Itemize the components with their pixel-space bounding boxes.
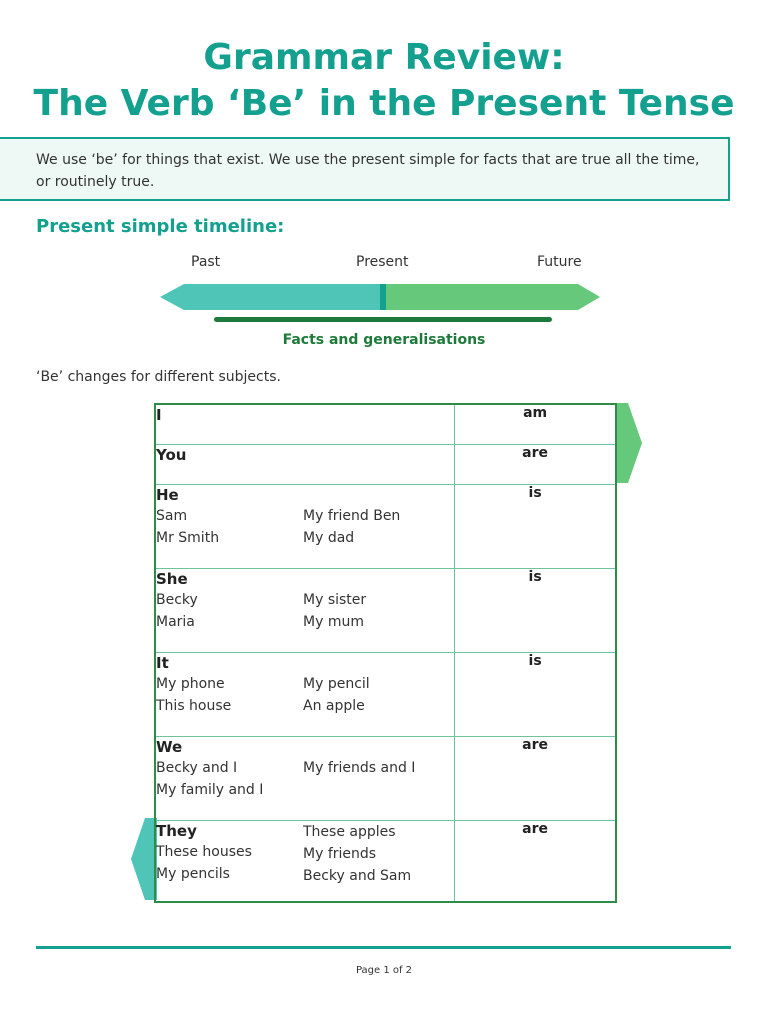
- title-line-2: The Verb ‘Be’ in the Present Tense: [33, 83, 735, 124]
- example-text: Becky: [156, 591, 198, 608]
- timeline-label-future: Future: [537, 254, 582, 270]
- timeline-label-past: Past: [191, 254, 221, 270]
- page-title: Grammar Review: The Verb ‘Be’ in the Pre…: [0, 35, 768, 127]
- right-arrow-decoration: [616, 403, 642, 483]
- timeline-facts-bar: [214, 317, 552, 322]
- example-text: My friends and I: [303, 759, 416, 776]
- pronoun: They: [156, 821, 197, 840]
- example-text: My friends: [303, 845, 377, 862]
- example-text: Becky and Sam: [303, 867, 412, 884]
- examples-column-1: Becky and I My family and I: [156, 757, 303, 801]
- pronoun: It: [156, 653, 169, 672]
- example-text: These houses: [156, 843, 252, 860]
- subject-cell: I: [154, 403, 456, 445]
- table-row: You are: [154, 443, 617, 485]
- example-text: Mr Smith: [156, 529, 220, 546]
- example-text: This house: [156, 697, 232, 714]
- example-text: My dad: [303, 529, 355, 546]
- example-text: My pencils: [156, 865, 230, 882]
- examples: Sam Mr Smith My friend Ben My dad: [156, 505, 454, 549]
- examples-column-1: Sam Mr Smith: [156, 505, 303, 549]
- verb-form: are: [454, 735, 617, 821]
- footer-divider: [36, 946, 731, 949]
- example-text: My phone: [156, 675, 225, 692]
- example-text: My sister: [303, 591, 367, 608]
- example-text: My pencil: [303, 675, 370, 692]
- timeline-present-marker: [380, 284, 386, 310]
- intro-box: We use ‘be’ for things that exist. We us…: [0, 137, 730, 201]
- timeline-heading: Present simple timeline:: [36, 216, 285, 237]
- example-text: Becky and I: [156, 759, 238, 776]
- example-text: My family and I: [156, 781, 264, 798]
- example-text: Sam: [156, 507, 188, 524]
- example-text: My mum: [303, 613, 364, 630]
- examples-column-2: My friends and I: [303, 757, 443, 801]
- examples: Becky and I My family and I My friends and…: [156, 757, 454, 801]
- examples-column-1: These houses My pencils: [156, 841, 303, 887]
- pronoun: She: [156, 569, 188, 588]
- timeline-future-arrow: [386, 284, 600, 310]
- intro-text: We use ‘be’ for things that exist. We us…: [36, 152, 700, 190]
- verb-form: is: [454, 567, 617, 653]
- example-text: My friend Ben: [303, 507, 401, 524]
- examples-column-2: My pencil An apple: [303, 673, 443, 717]
- timeline-past-arrow: [160, 284, 382, 310]
- left-arrow-decoration: [131, 818, 157, 900]
- example-text: These apples: [303, 823, 396, 840]
- verb-form: are: [454, 443, 617, 485]
- page-number: Page 1 of 2: [355, 965, 413, 976]
- verb-form: is: [454, 651, 617, 737]
- verb-form: is: [454, 483, 617, 569]
- pronoun: We: [156, 737, 183, 756]
- verb-form: are: [454, 819, 617, 903]
- subject-cell: You: [154, 443, 456, 485]
- title-line-1: Grammar Review:: [203, 37, 565, 78]
- examples-column-2: My sister My mum: [303, 589, 443, 633]
- timeline-graphic: [160, 284, 600, 322]
- example-text: An apple: [303, 697, 365, 714]
- examples-column-2: My friend Ben My dad: [303, 505, 443, 549]
- pronoun: You: [156, 445, 187, 464]
- pronoun: I: [156, 406, 162, 424]
- pronoun: He: [156, 485, 179, 504]
- verb-form: am: [454, 403, 617, 445]
- example-text: Maria: [156, 613, 195, 630]
- changes-text: ‘Be’ changes for different subjects.: [36, 369, 281, 385]
- timeline-caption: Facts and generalisations: [282, 332, 486, 348]
- timeline-label-present: Present: [356, 254, 409, 270]
- examples: These houses My pencils These apples My fri…: [156, 824, 454, 887]
